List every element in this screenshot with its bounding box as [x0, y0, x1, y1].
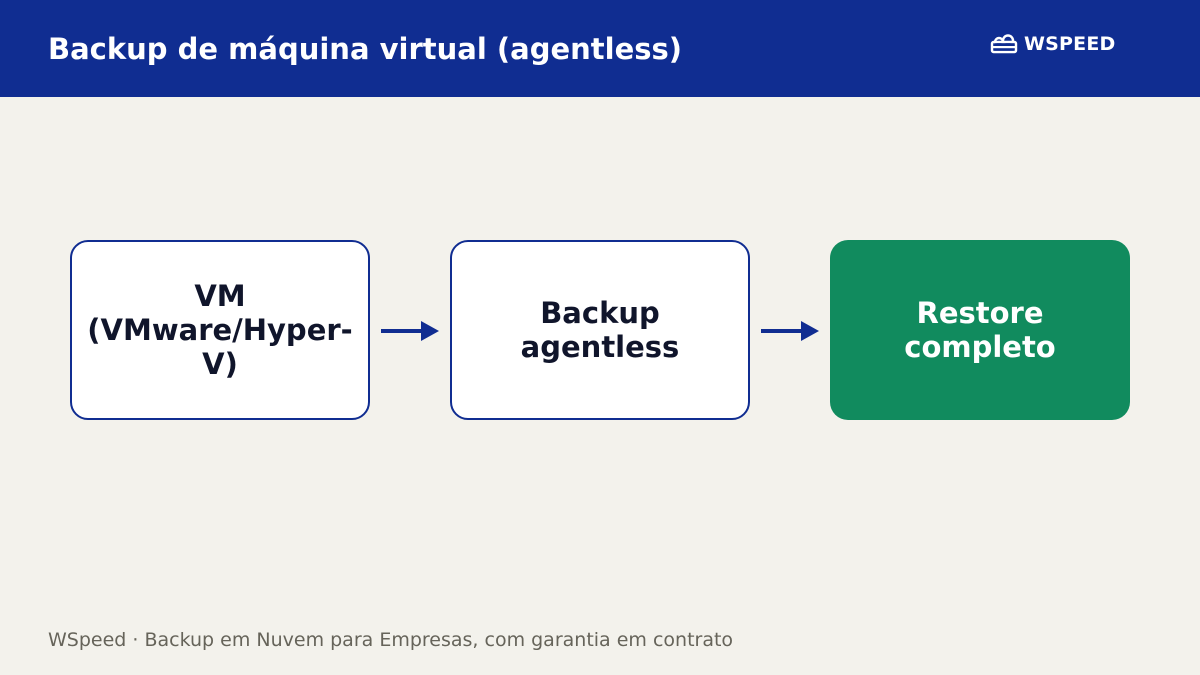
footer-tagline: WSpeed · Backup em Nuvem para Empresas, …: [48, 629, 734, 651]
flow-node-label: Restore completo: [904, 296, 1056, 364]
brand-logo: WSPEED: [990, 30, 1116, 58]
flow-node-label: Backup agentless: [520, 296, 680, 364]
flow-node-restore: Restore completo: [830, 240, 1130, 420]
flow-node-backup: Backup agentless: [450, 240, 750, 420]
cloud-server-icon: [990, 34, 1018, 54]
flow-node-vm: VM (VMware/Hyper-V): [70, 240, 370, 420]
arrow-right-icon: [381, 321, 439, 341]
flow-node-label: VM (VMware/Hyper-V): [87, 279, 353, 381]
page-title: Backup de máquina virtual (agentless): [48, 32, 683, 66]
arrow-right-icon: [761, 321, 819, 341]
header-bar: Backup de máquina virtual (agentless) WS…: [0, 0, 1200, 97]
brand-name: WSPEED: [1024, 33, 1116, 55]
